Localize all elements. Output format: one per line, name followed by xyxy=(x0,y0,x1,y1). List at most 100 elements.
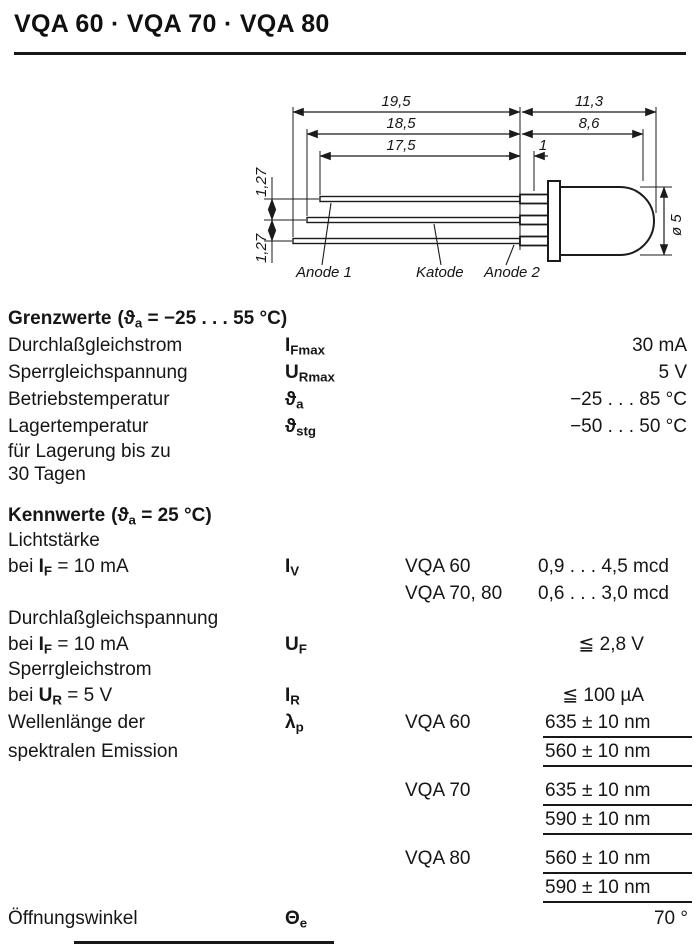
symbol-subscript: p xyxy=(295,719,304,735)
header: VQA 60 · VQA 70 · VQA 80 xyxy=(0,10,700,55)
spacer xyxy=(285,874,403,903)
spacer xyxy=(285,738,403,767)
symbol-base: I xyxy=(285,556,291,577)
spacer xyxy=(403,607,535,631)
spacer xyxy=(403,529,535,553)
row-sperrgleichstrom-name: Sperrgleichstrom xyxy=(8,658,692,682)
spacer xyxy=(403,359,535,386)
param-name: Lagertemperatur xyxy=(8,416,149,437)
spacer xyxy=(403,905,535,932)
condition-symbol: U xyxy=(38,685,53,706)
spacer xyxy=(403,463,535,486)
grenzwerte-section: Grenzwerte(ϑa = −25 . . . 55 °C) Durchla… xyxy=(8,305,692,486)
symbol-subscript: e xyxy=(299,915,308,931)
row-wellenlaenge-vqa70: VQA 70 635 ± 10 nm xyxy=(8,777,692,806)
condition-post: = 5 V xyxy=(61,685,113,706)
param-value: ≦ 2,8 V xyxy=(578,634,644,655)
spacer xyxy=(8,777,285,806)
row-sperrgleichspannung: Sperrgleichspannung URmax 5 V xyxy=(8,359,692,386)
dim-length-mid: 18,5 xyxy=(386,115,416,132)
param-name-cont: 30 Tagen xyxy=(8,464,86,485)
spacer xyxy=(403,658,535,682)
param-symbol: IV xyxy=(285,553,403,580)
param-value: ≦ 100 µA xyxy=(562,685,644,706)
spacer xyxy=(535,607,692,631)
row-wellenlaenge-vqa70-cont: 590 ± 10 nm xyxy=(8,806,692,835)
symbol-base: Θ xyxy=(285,908,300,929)
condition-pre: bei xyxy=(8,556,39,577)
spacer xyxy=(8,580,285,607)
page-title: VQA 60 · VQA 70 · VQA 80 xyxy=(14,10,330,38)
param-symbol: UF xyxy=(285,631,403,658)
spacer xyxy=(403,682,535,709)
param-name: Wellenlänge der xyxy=(8,712,145,733)
variant-type: VQA 70, 80 xyxy=(405,583,503,604)
dim-length-total: 19,5 xyxy=(381,93,411,110)
variant-value: 635 ± 10 nm xyxy=(543,709,692,738)
spacer xyxy=(8,874,285,903)
symbol-base: ϑ xyxy=(285,389,297,410)
row-betriebstemperatur: Betriebstemperatur ϑa −25 . . . 85 °C xyxy=(8,386,692,413)
param-condition: bei UR = 5 V xyxy=(8,682,285,709)
spacer xyxy=(285,580,403,607)
symbol-subscript: stg xyxy=(296,423,317,439)
symbol-base: U xyxy=(285,362,299,383)
kennwerte-title: Kennwerte xyxy=(8,505,106,526)
grenzwerte-heading: Grenzwerte(ϑa = −25 . . . 55 °C) xyxy=(8,305,692,332)
symbol-subscript: R xyxy=(290,692,300,708)
param-symbol: Θe xyxy=(285,905,403,932)
condition-pre: ( xyxy=(117,308,124,329)
param-name: Sperrgleichstrom xyxy=(8,659,152,680)
variant-value: 590 ± 10 nm xyxy=(543,806,692,835)
condition-subscript: F xyxy=(43,563,53,579)
dim-length-short: 17,5 xyxy=(386,137,416,154)
row-lichtstaerke: bei IF = 10 mA IV VQA 60 0,9 . . . 4,5 m… xyxy=(8,553,692,580)
symbol-subscript: Fmax xyxy=(290,342,326,358)
row-lagertemperatur-cont2: 30 Tagen xyxy=(8,463,692,486)
symbol-subscript: Rmax xyxy=(298,369,335,385)
param-condition: bei IF = 10 mA xyxy=(8,631,285,658)
row-lichtstaerke-name: Lichtstärke xyxy=(8,529,692,553)
spacer xyxy=(403,806,535,835)
variant-type: VQA 60 xyxy=(405,556,471,577)
condition-pre: bei xyxy=(8,634,39,655)
param-condition: bei IF = 10 mA xyxy=(8,553,285,580)
symbol-base: ϑ xyxy=(285,416,297,437)
condition-pre: bei xyxy=(8,685,39,706)
dim-flange: 1 xyxy=(539,137,547,154)
param-name: Sperrgleichspannung xyxy=(8,362,188,383)
param-name: Lichtstärke xyxy=(8,530,100,551)
variant-value: 590 ± 10 nm xyxy=(543,874,692,903)
pin-label-katode: Katode xyxy=(416,264,464,281)
specifications: Grenzwerte(ϑa = −25 . . . 55 °C) Durchla… xyxy=(0,305,700,932)
row-wellenlaenge-vqa80-cont: 590 ± 10 nm xyxy=(8,874,692,903)
variant-type: VQA 80 xyxy=(405,848,471,869)
spacer xyxy=(285,607,403,631)
param-name: Durchlaßgleichspannung xyxy=(8,608,219,629)
spacer xyxy=(285,658,403,682)
condition-post: = 10 mA xyxy=(52,634,129,655)
spacer xyxy=(535,440,692,463)
variant-value: 560 ± 10 nm xyxy=(543,738,692,767)
row-oeffnungswinkel: Öffnungswinkel Θe 70 ° xyxy=(8,905,692,932)
led-outline-drawing: 19,5 11,3 18,5 8,6 17,5 1 1,27 1,27 ø 5 … xyxy=(253,93,685,281)
param-symbol: ϑa xyxy=(285,386,403,413)
kennwerte-heading: Kennwerte(ϑa = 25 °C) xyxy=(8,502,692,529)
spacer xyxy=(285,777,403,806)
spacer xyxy=(8,845,285,874)
variant-type: VQA 60 xyxy=(405,712,471,733)
dim-body-total: 11,3 xyxy=(575,93,604,110)
condition-subscript: R xyxy=(52,692,62,708)
dimension-lines xyxy=(267,107,669,256)
condition-pre: ( xyxy=(111,505,118,526)
spacer xyxy=(535,658,692,682)
param-value: 5 V xyxy=(658,362,687,383)
row-sperrgleichstrom: bei UR = 5 V IR ≦ 100 µA xyxy=(8,682,692,709)
param-symbol: IR xyxy=(285,682,403,709)
param-name: Durchlaßgleichstrom xyxy=(8,335,183,356)
condition-symbol: ϑ xyxy=(117,505,129,526)
condition-post: = 25 °C) xyxy=(135,505,212,526)
row-wellenlaenge: Wellenlänge der λp VQA 60 635 ± 10 nm xyxy=(8,709,692,738)
row-wellenlaenge-vqa80: VQA 80 560 ± 10 nm xyxy=(8,845,692,874)
